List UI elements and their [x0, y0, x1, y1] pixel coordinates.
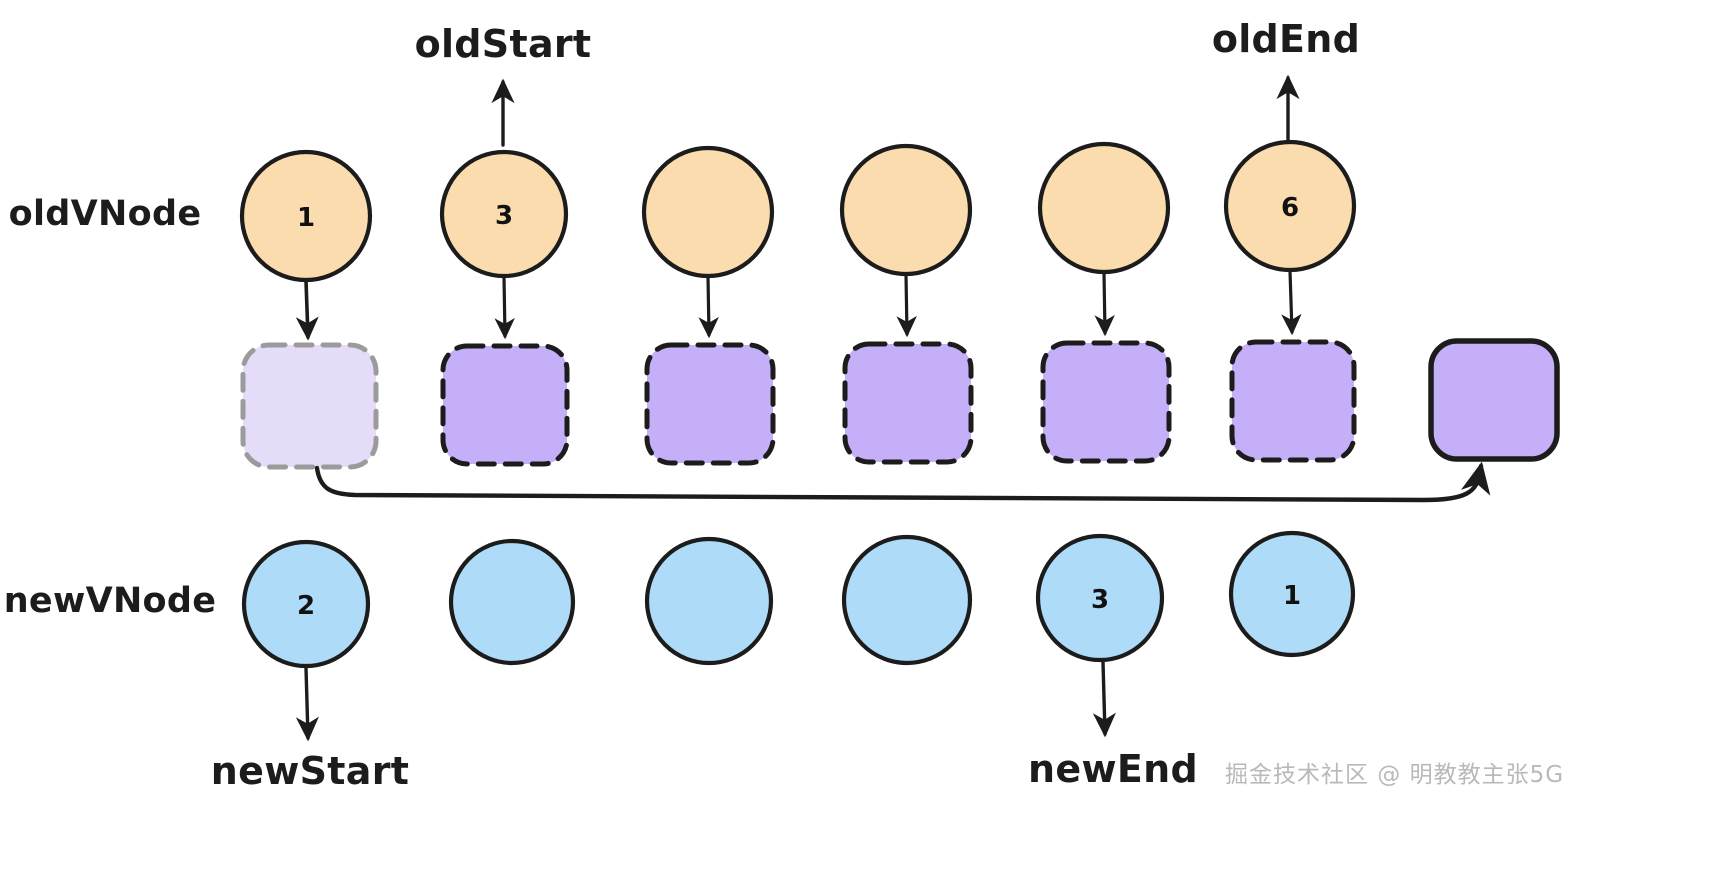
old-vnode-circle[interactable] [1037, 141, 1171, 275]
pointer-newend: newEnd [1028, 660, 1198, 791]
pointer-label-newend: newEnd [1028, 747, 1198, 791]
old-vnode-key: 3 [495, 201, 513, 231]
old-to-dom-arrow-1 [494, 275, 515, 340]
dom-box-6-solid[interactable] [1428, 338, 1560, 462]
old-vnode-1[interactable]: 3 [439, 149, 569, 279]
old-vnode-2[interactable] [641, 145, 775, 279]
dom-box-row [240, 338, 1560, 470]
watermark-text: 掘金技术社区 @ 明教教主张5G [1225, 762, 1564, 788]
dom-box-5[interactable] [1229, 339, 1357, 463]
old-vnode-circle[interactable] [641, 145, 775, 279]
old-vnode-row: 1 3 6 [239, 139, 1357, 283]
new-vnode-circle[interactable] [1035, 533, 1165, 663]
new-vnode-4[interactable]: 3 [1035, 533, 1165, 663]
old-to-dom-arrow-2 [698, 275, 719, 339]
new-vnode-1[interactable] [448, 538, 576, 666]
pointer-newstart: newStart [211, 666, 409, 793]
new-vnode-circle[interactable] [448, 538, 576, 666]
old-to-dom-arrow-3 [896, 273, 917, 338]
pointer-arrow-newend [1092, 660, 1116, 738]
pointer-label-oldend: oldEnd [1212, 17, 1360, 61]
old-to-dom-arrows [295, 269, 1302, 341]
old-vnode-key: 1 [297, 203, 315, 233]
new-vnode-circle[interactable] [241, 539, 371, 669]
old-vnode-circle[interactable] [839, 143, 973, 277]
old-to-dom-arrow-0 [295, 279, 319, 341]
old-to-dom-arrow-5 [1281, 269, 1302, 336]
pointer-oldstart: oldStart [415, 22, 592, 147]
pointer-label-oldstart: oldStart [415, 22, 592, 66]
pointer-arrow-newstart [295, 666, 319, 742]
pointer-label-newstart: newStart [211, 749, 409, 793]
new-vnode-key: 2 [297, 591, 315, 621]
old-vnode-3[interactable] [839, 143, 973, 277]
old-vnode-0[interactable]: 1 [239, 149, 373, 283]
new-vnode-circle[interactable] [1228, 530, 1356, 658]
row-label-newvnode: newVNode [4, 581, 217, 621]
new-vnode-key: 3 [1091, 585, 1109, 615]
row-label-oldvnode: oldVNode [9, 194, 202, 234]
new-vnode-key: 1 [1283, 581, 1301, 611]
move-connector-path [314, 461, 1491, 503]
new-vnode-5[interactable]: 1 [1228, 530, 1356, 658]
dom-box-3[interactable] [842, 341, 974, 465]
new-vnode-circle[interactable] [644, 536, 774, 666]
dom-box-1[interactable] [440, 343, 570, 467]
dom-box-4[interactable] [1040, 340, 1172, 464]
old-vnode-key: 6 [1281, 193, 1299, 223]
old-vnode-4[interactable] [1037, 141, 1171, 275]
move-dom-connector [314, 461, 1491, 503]
new-vnode-3[interactable] [841, 534, 973, 666]
old-to-dom-arrow-4 [1094, 271, 1115, 337]
dom-box-0-faded[interactable] [240, 342, 379, 470]
new-vnode-row: 2 3 1 [241, 530, 1356, 669]
new-vnode-circle[interactable] [841, 534, 973, 666]
pointer-oldend: oldEnd [1212, 17, 1360, 142]
new-vnode-0[interactable]: 2 [241, 539, 371, 669]
dom-box-2[interactable] [644, 342, 776, 466]
old-vnode-5[interactable]: 6 [1223, 139, 1357, 273]
new-vnode-2[interactable] [644, 536, 774, 666]
